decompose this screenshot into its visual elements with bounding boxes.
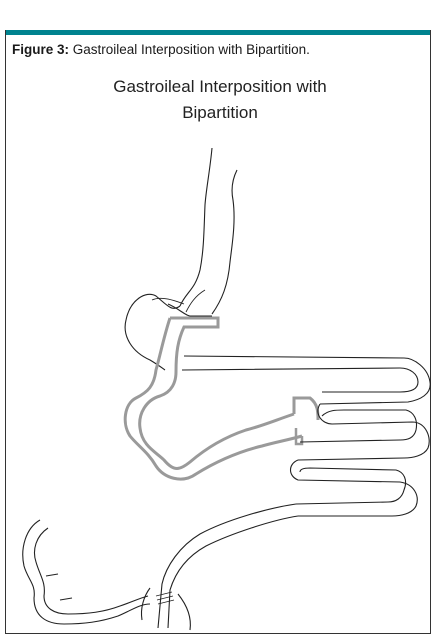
- gastric-pouch: [125, 290, 212, 370]
- esophagus: [180, 148, 237, 314]
- distal-anastomosis: [141, 588, 190, 630]
- interposed-ileal-segment: [125, 318, 318, 479]
- colon: [23, 520, 150, 624]
